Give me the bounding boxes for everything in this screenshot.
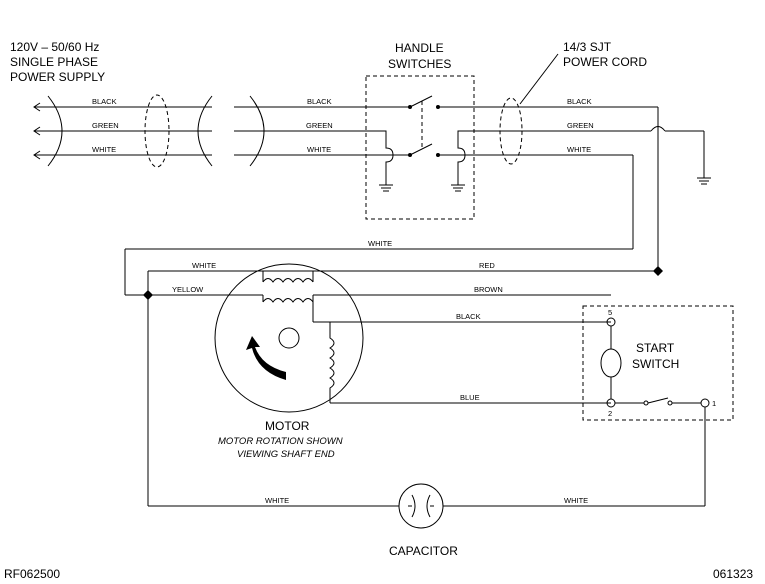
terminal-1-label: 1 (712, 399, 716, 408)
rotation-arrow-icon (246, 336, 286, 380)
power-cord-title-line1: 14/3 SJT (563, 40, 612, 54)
handle-switch-contacts (379, 95, 505, 192)
motor-start-winding (312, 302, 335, 403)
handle-switch-blade-top (409, 95, 433, 108)
motor-shaft (278, 327, 300, 349)
supply-cable-left (33, 94, 213, 168)
terminal-2-label: 2 (608, 409, 612, 418)
motor-note-line1: MOTOR ROTATION SHOWN (218, 436, 343, 447)
supply-cable-sheath (144, 94, 170, 168)
supply-cable-right (234, 95, 410, 167)
terminal-5-label: 5 (608, 308, 612, 317)
wire-label-green-in: GREEN (306, 121, 333, 130)
wire-label-black-cord: BLACK (567, 97, 592, 106)
power-cord-wires (124, 106, 711, 296)
code-right: 061323 (713, 567, 753, 581)
wire-label-white-return: WHITE (368, 239, 392, 248)
start-switch-coil (600, 348, 622, 378)
start-switch-contact (647, 397, 669, 404)
wire-label-yellow: YELLOW (172, 285, 204, 294)
start-switch-box (582, 305, 734, 421)
power-cord-leader (519, 53, 559, 105)
supply-title-line1: 120V – 50/60 Hz (10, 40, 99, 54)
motor-label: MOTOR (265, 419, 310, 433)
supply-title-line2: SINGLE PHASE (10, 55, 98, 69)
junction-node-red (653, 266, 663, 276)
wire-label-white-cord: WHITE (567, 145, 591, 154)
wire-label-green-cord: GREEN (567, 121, 594, 130)
capacitor-icon (398, 483, 444, 529)
motor-housing (214, 263, 364, 413)
wire-label-black-supply: BLACK (92, 97, 117, 106)
start-switch-title-line2: SWITCH (632, 357, 679, 371)
supply-cut-curve-right (197, 95, 213, 167)
handle-switch-blade-bottom (409, 143, 433, 156)
wire-label-white-motor: WHITE (192, 261, 216, 270)
capacitor-label: CAPACITOR (389, 544, 458, 558)
supply-plug-curve-left (47, 95, 63, 167)
start-switch-internals (600, 317, 710, 408)
motor-leads (143, 266, 663, 506)
motor-note-line2: VIEWING SHAFT END (237, 449, 335, 460)
power-cord-title-line2: POWER CORD (563, 55, 647, 69)
motor-run-winding (262, 271, 314, 303)
supply-title-line3: POWER SUPPLY (10, 70, 105, 84)
handle-switches-title-line2: SWITCHES (388, 57, 451, 71)
wire-label-green-supply: GREEN (92, 121, 119, 130)
wire-label-white-in: WHITE (307, 145, 331, 154)
handle-switches-box (365, 75, 475, 220)
code-left: RF062500 (4, 567, 60, 581)
terminal-1 (700, 398, 710, 408)
start-switch-title-line1: START (636, 341, 675, 355)
junction-node-yellow (143, 290, 153, 300)
wire-label-black-start: BLACK (456, 312, 481, 321)
handle-switches-title-line1: HANDLE (395, 41, 444, 55)
wire-label-red: RED (479, 261, 495, 270)
wire-label-white-cap-left: WHITE (265, 496, 289, 505)
capacitor-circuit (148, 407, 706, 529)
wire-label-blue: BLUE (460, 393, 480, 402)
wire-label-white-cap-right: WHITE (564, 496, 588, 505)
wire-label-black-in: BLACK (307, 97, 332, 106)
wire-label-brown: BROWN (474, 285, 503, 294)
wire-label-white-supply: WHITE (92, 145, 116, 154)
